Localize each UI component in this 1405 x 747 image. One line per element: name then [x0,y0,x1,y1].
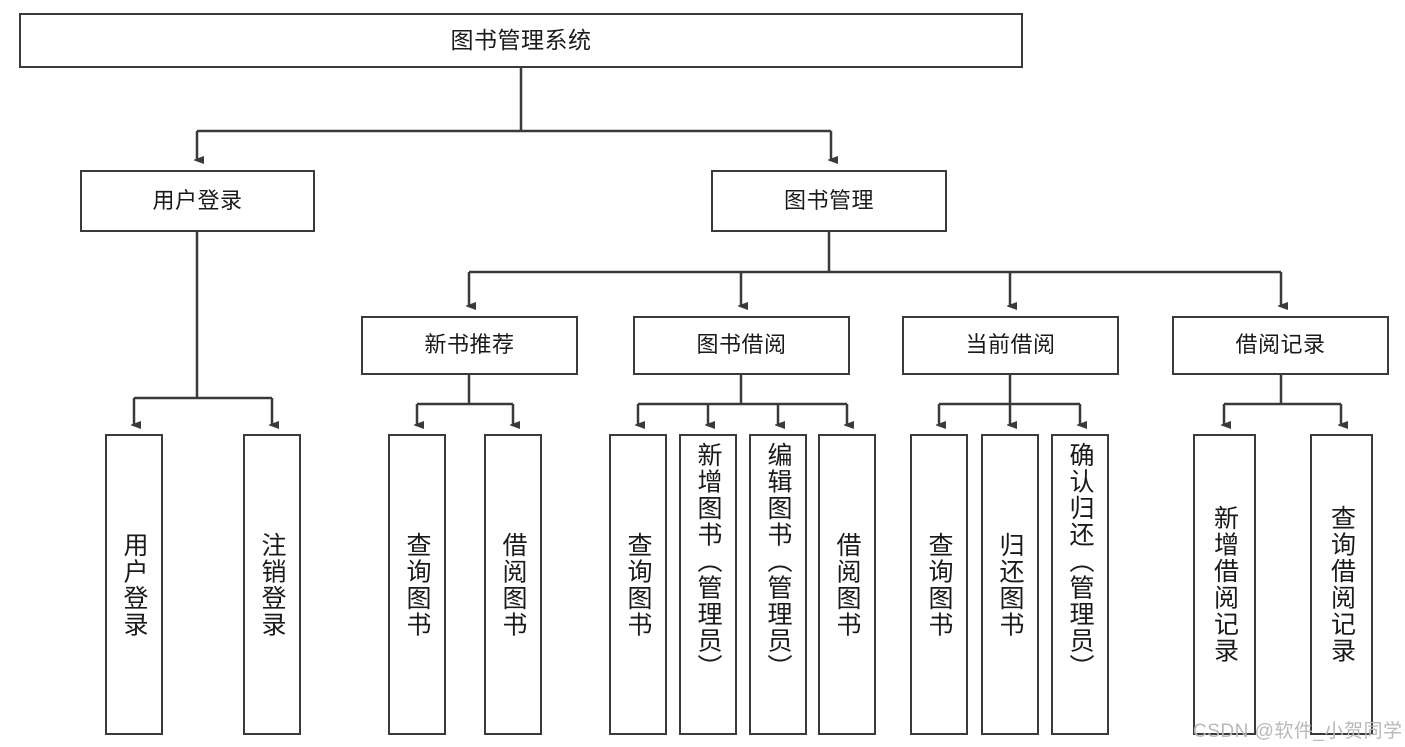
leaf-record-add-record[interactable]: 新增借阅记录 [1193,434,1256,735]
leaf-recommend-borrow-book[interactable]: 借阅图书 [484,434,542,735]
node-label: 图书管理 [783,187,874,213]
node-label: 查询借阅记录 [1327,505,1356,664]
node-label: 归还图书 [996,531,1024,638]
leaf-borrow-add-book-admin[interactable]: 新增图书（管理员） [679,434,737,735]
leaf-current-confirm-return-admin[interactable]: 确认归还（管理员） [1051,434,1109,735]
node-label: 编辑图书（管理员） [764,442,792,681]
node-root-system[interactable]: 图书管理系统 [19,13,1023,68]
node-new-book-recommend[interactable]: 新书推荐 [361,316,578,375]
node-label: 查询图书 [403,531,431,638]
node-label: 新增图书（管理员） [694,442,722,681]
leaf-current-query-book[interactable]: 查询图书 [910,434,968,735]
leaf-user-login-logout[interactable]: 注销登录 [243,434,301,735]
node-label: 当前借阅 [965,332,1056,358]
node-label: 图书借阅 [696,332,787,358]
leaf-borrow-query-book[interactable]: 查询图书 [609,434,667,735]
node-label: 借阅图书 [833,531,861,638]
node-label: 查询图书 [925,531,953,638]
leaf-borrow-edit-book-admin[interactable]: 编辑图书（管理员） [749,434,807,735]
csdn-watermark: CSDN @软件_小贺同学 [1193,721,1403,742]
leaf-recommend-query-book[interactable]: 查询图书 [388,434,446,735]
node-user-login[interactable]: 用户登录 [80,170,315,232]
node-label: 确认归还（管理员） [1066,442,1094,681]
node-label: 用户登录 [120,531,148,638]
node-label: 借阅记录 [1235,332,1326,358]
node-book-borrow[interactable]: 图书借阅 [633,316,850,375]
node-current-borrow[interactable]: 当前借阅 [902,316,1119,375]
node-label: 注销登录 [258,531,286,638]
leaf-user-login-login[interactable]: 用户登录 [105,434,163,735]
leaf-borrow-borrow-book[interactable]: 借阅图书 [818,434,876,735]
node-book-management[interactable]: 图书管理 [711,170,947,232]
node-label: 新增借阅记录 [1210,505,1239,664]
leaf-record-query-record[interactable]: 查询借阅记录 [1310,434,1373,735]
node-label: 新书推荐 [424,332,515,358]
node-label: 图书管理系统 [450,26,592,53]
node-borrow-record[interactable]: 借阅记录 [1172,316,1389,375]
leaf-current-return-book[interactable]: 归还图书 [981,434,1039,735]
node-label: 用户登录 [152,187,243,213]
node-label: 借阅图书 [499,531,527,638]
node-label: 查询图书 [624,531,652,638]
